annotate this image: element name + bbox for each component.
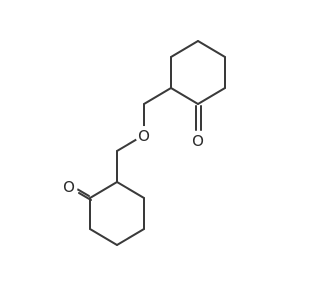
bond [143, 87, 172, 105]
bond [170, 40, 199, 58]
bond [116, 228, 145, 246]
lower-ketone-oxygen-atom: O [60, 177, 78, 196]
upper-cyclohexanone-ring [170, 40, 226, 131]
bond [89, 181, 118, 199]
bond [170, 87, 199, 105]
ether-oxygen-label: O [138, 127, 150, 145]
carbonyl-bond [78, 192, 92, 201]
bond [116, 181, 145, 199]
lower-cyclohexanone-ring [76, 181, 145, 246]
molecule-structure: O O O [60, 40, 226, 246]
ether-oxygen-atom: O [135, 126, 153, 145]
lower-ketone-oxygen-label: O [63, 178, 75, 196]
upper-ketone-oxygen-label: O [192, 132, 204, 150]
bond [89, 228, 118, 246]
bond [197, 87, 226, 105]
upper-ketone-oxygen-atom: O [189, 131, 207, 150]
carbonyl-bond [76, 188, 90, 197]
bond [197, 40, 226, 58]
